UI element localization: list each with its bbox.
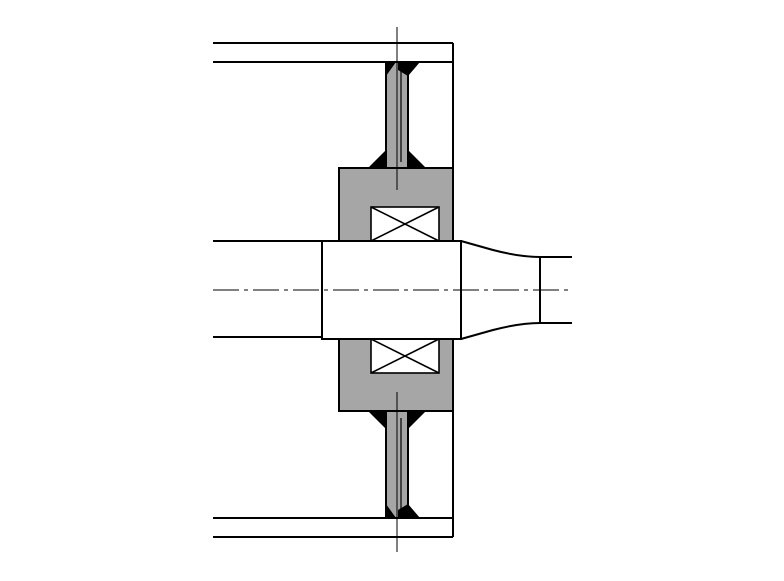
weld-upper-rib-bottom-right: [408, 150, 426, 168]
bearing-lower-cross-b: [370, 338, 440, 374]
bearing-upper: [370, 206, 440, 242]
upper-frame-member: [213, 42, 453, 63]
shaft-taper-top-edge: [460, 240, 572, 258]
weld-lower-rib-bottom-left: [386, 504, 396, 518]
bearing-lower: [370, 338, 440, 374]
weld-upper-rib-top-right: [398, 62, 420, 76]
shaft-taper-bottom-edge: [460, 322, 572, 340]
weld-lower-rib-top-right: [408, 411, 426, 429]
fillet-welds: [368, 62, 426, 518]
weld-upper-rib-top-left: [386, 62, 396, 76]
weld-lower-rib-top-left: [368, 411, 386, 429]
weld-upper-rib-bottom-left: [368, 150, 386, 168]
centre-lines: [213, 27, 572, 552]
bearing-upper-cross-b: [370, 206, 440, 242]
weld-lower-rib-bottom-right: [398, 504, 420, 518]
lower-frame-member: [213, 517, 453, 538]
